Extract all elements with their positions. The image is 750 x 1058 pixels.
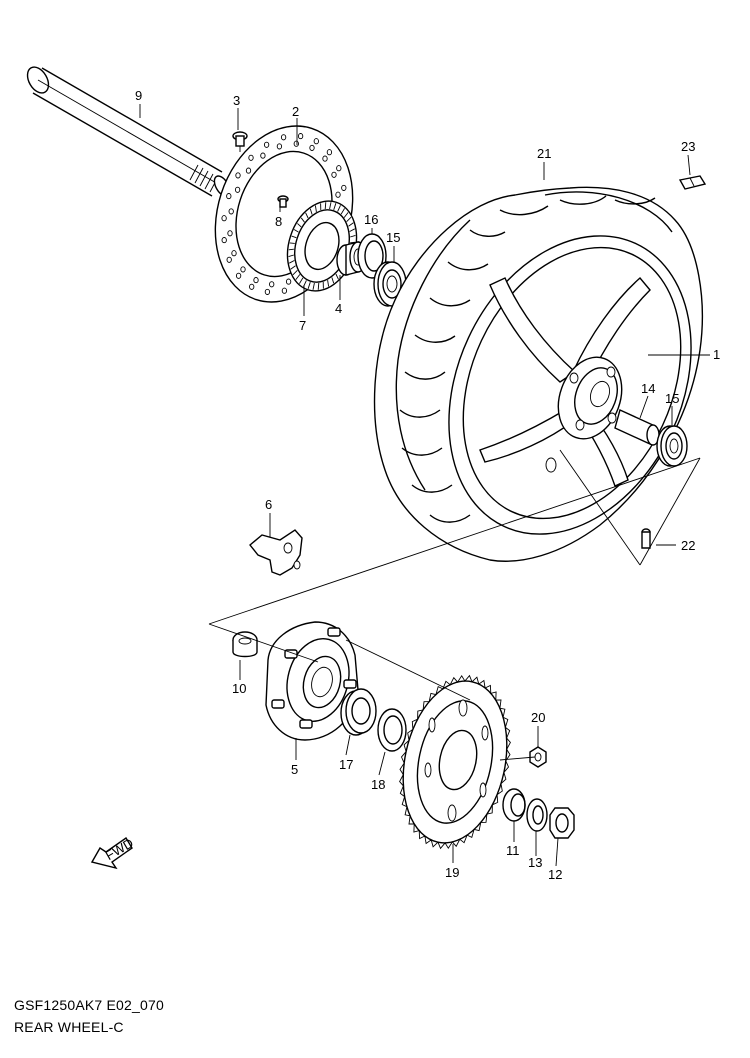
rotor-bolt-part[interactable] <box>277 195 289 208</box>
callout-2: 2 <box>292 104 299 119</box>
callout-20: 20 <box>531 710 545 725</box>
callout-17: 17 <box>339 757 353 772</box>
assembly-lines <box>208 449 701 761</box>
diagram-code: GSF1250AK7 E02_070 <box>14 997 164 1013</box>
wheel-spacer-part[interactable] <box>614 409 660 446</box>
callout-7: 7 <box>299 318 306 333</box>
callout-13: 13 <box>528 855 542 870</box>
damper-part[interactable] <box>232 631 258 658</box>
callout-14: 14 <box>641 381 655 396</box>
callout-9: 9 <box>135 88 142 103</box>
callout-18: 18 <box>371 777 385 792</box>
callout-1: 1 <box>713 347 720 362</box>
callout-22: 22 <box>681 538 695 553</box>
callout-6: 6 <box>265 497 272 512</box>
callout-12: 12 <box>548 867 562 882</box>
washer-part[interactable] <box>526 798 548 832</box>
diagram-title: REAR WHEEL-C <box>14 1019 124 1035</box>
callout-16: 16 <box>364 212 378 227</box>
balance-weight-part[interactable] <box>678 175 707 190</box>
forward-arrow-icon: FWD <box>90 835 136 870</box>
drum-seal-part[interactable] <box>377 708 407 752</box>
disc-bolt-part[interactable] <box>232 131 248 152</box>
callout-4: 4 <box>335 301 342 316</box>
callout-15-upper: 15 <box>386 230 400 245</box>
tire-valve-part[interactable] <box>641 528 651 549</box>
bracket-part[interactable] <box>249 529 303 576</box>
callout-11: 11 <box>506 843 520 858</box>
callout-15-lower: 15 <box>665 391 679 406</box>
callout-10: 10 <box>232 681 246 696</box>
axle-part[interactable] <box>23 63 232 198</box>
drum-bearing-part[interactable] <box>340 688 377 736</box>
callout-19: 19 <box>445 865 459 880</box>
callout-5: 5 <box>291 762 298 777</box>
bearing-lower-part[interactable] <box>656 425 688 467</box>
rear-wheel-tire-part[interactable] <box>373 186 738 573</box>
callout-3: 3 <box>233 93 240 108</box>
callout-23: 23 <box>681 139 695 154</box>
callout-8: 8 <box>275 214 282 229</box>
callout-labels: 9 3 2 8 16 15 4 7 21 23 1 14 15 22 6 10 … <box>135 88 720 882</box>
leader-lines <box>139 104 710 867</box>
rear-sprocket-part[interactable] <box>389 671 521 852</box>
bearing-upper-part[interactable] <box>373 261 407 307</box>
axle-nut-part[interactable] <box>549 807 575 839</box>
collar-part[interactable] <box>502 788 526 822</box>
fwd-label: FWD <box>103 835 136 863</box>
callout-21: 21 <box>537 146 551 161</box>
